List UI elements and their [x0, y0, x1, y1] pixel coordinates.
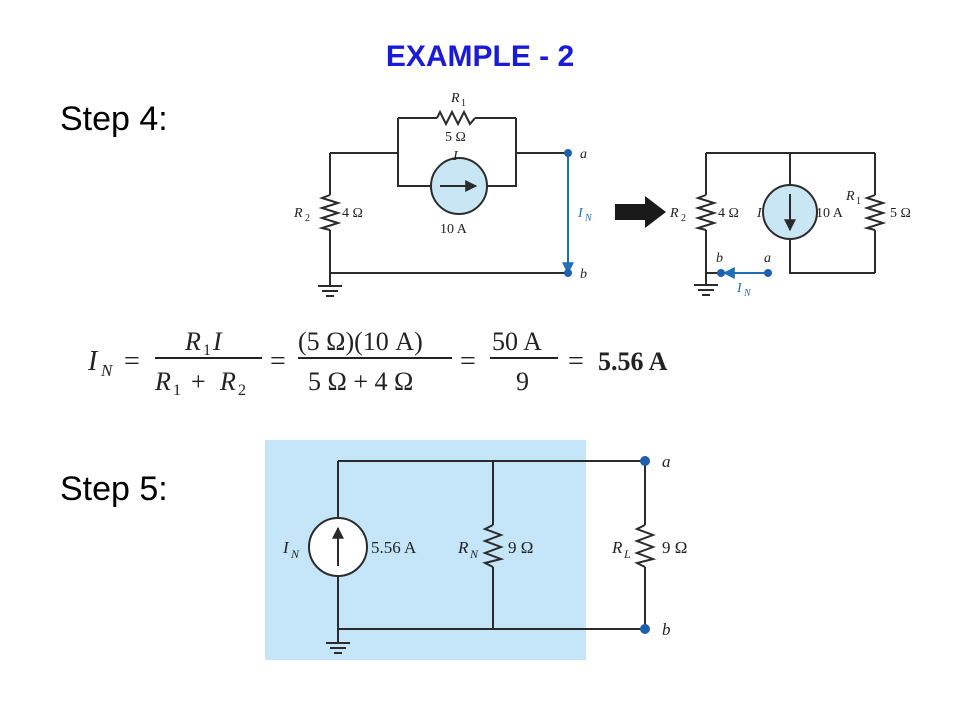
- c2-terminal-a: [764, 269, 772, 277]
- c1-terminal-a-label: a: [580, 147, 587, 162]
- c1-r1-value: 5 Ω: [445, 130, 466, 145]
- c3-ground-icon: [326, 642, 350, 654]
- eq-equals-4: =: [568, 346, 584, 377]
- c1-r1-sub: 1: [461, 98, 466, 109]
- c1-terminal-b-label: b: [580, 267, 587, 282]
- c3-rl-resistor: [634, 524, 657, 568]
- c3-terminal-b: [640, 624, 650, 634]
- eq-f1-den-plus: +: [191, 367, 206, 396]
- c2-source-name: I: [756, 206, 763, 221]
- c3-source-value: 5.56 A: [371, 538, 417, 557]
- c3-source-sub: N: [290, 547, 300, 561]
- c3-wires: [337, 460, 646, 643]
- c1-r1-name: R: [450, 91, 460, 106]
- eq-lhs-sub: N: [100, 361, 114, 380]
- c2-r2-name: R: [669, 206, 679, 221]
- c1-terminal-b: [564, 269, 572, 277]
- c3-rl-name: R: [611, 538, 623, 557]
- eq-f1-num-r: R: [184, 327, 201, 356]
- c1-ground-icon: [318, 285, 342, 297]
- eq-f1-den-r2: R: [219, 367, 236, 396]
- c2-in-sub: N: [743, 288, 752, 299]
- circuit-1: [318, 109, 568, 286]
- eq-f1-den-r1: R: [154, 367, 171, 396]
- c3-rl-sub: L: [623, 547, 631, 561]
- eq-equals-2: =: [270, 346, 286, 377]
- circuit-2: [694, 152, 887, 285]
- c2-r2-sub: 2: [681, 213, 686, 224]
- c2-r1-resistor: [863, 194, 887, 231]
- eq-f2-num: (5 Ω)(10 A): [298, 327, 423, 356]
- c3-rn-resistor: [482, 524, 505, 568]
- c2-r2-value: 4 Ω: [718, 206, 739, 221]
- c1-r1-resistor: [436, 109, 476, 127]
- c1-in-name: I: [577, 206, 584, 221]
- c1-terminal-a: [564, 149, 572, 157]
- c3-terminal-a-label: a: [662, 452, 671, 471]
- c1-r2-value: 4 Ω: [342, 206, 363, 221]
- c2-terminal-a-label: a: [764, 251, 771, 266]
- c2-r1-name: R: [845, 189, 855, 204]
- c3-source-name: I: [282, 538, 290, 557]
- c2-wires: [705, 152, 876, 285]
- eq-lhs-name: I: [87, 346, 99, 377]
- c3-terminal-b-label: b: [662, 620, 671, 639]
- eq-f2-den: 5 Ω + 4 Ω: [308, 367, 413, 396]
- c2-source-value: 10 A: [816, 206, 844, 221]
- c3-rl-value: 9 Ω: [662, 538, 687, 557]
- eq-f1-den-sub1: 1: [173, 382, 181, 399]
- c2-r1-sub: 1: [856, 196, 861, 207]
- eq-f1-den-sub2: 2: [238, 382, 246, 399]
- c3-rn-name: R: [457, 538, 469, 557]
- c3-rn-value: 9 Ω: [508, 538, 533, 557]
- circuit-3: [308, 460, 657, 643]
- c3-terminal-a: [640, 456, 650, 466]
- c2-ground-icon: [694, 284, 718, 296]
- c1-r2-name: R: [293, 206, 303, 221]
- eq-result: 5.56 A: [598, 347, 668, 376]
- c2-in-name: I: [736, 281, 743, 296]
- c3-rn-sub: N: [469, 547, 479, 561]
- c1-source-name: I: [452, 149, 459, 164]
- eq-f1-num-sub: 1: [203, 342, 211, 359]
- c1-in-sub: N: [584, 213, 593, 224]
- eq-f3-num: 50 A: [492, 327, 542, 356]
- equation: I N = R 1 I R 1 + R 2 = (5 Ω)(10 A) 5 Ω …: [87, 327, 668, 399]
- eq-f3-den: 9: [516, 367, 529, 396]
- c1-r2-sub: 2: [305, 213, 310, 224]
- eq-equals-3: =: [460, 346, 476, 377]
- eq-f1-num-i: I: [212, 327, 223, 356]
- c2-terminal-b: [717, 269, 725, 277]
- c2-r1-value: 5 Ω: [890, 206, 911, 221]
- step-5-label: Step 5:: [60, 470, 168, 508]
- c1-source-value: 10 A: [440, 222, 468, 237]
- step-4-label: Step 4:: [60, 100, 168, 138]
- c2-terminal-b-label: b: [716, 251, 723, 266]
- page-title: EXAMPLE - 2: [385, 40, 575, 73]
- eq-equals-1: =: [124, 346, 140, 377]
- c1-r2-resistor: [318, 194, 342, 231]
- c2-r2-resistor: [694, 194, 718, 231]
- transform-arrow-icon: [615, 196, 666, 228]
